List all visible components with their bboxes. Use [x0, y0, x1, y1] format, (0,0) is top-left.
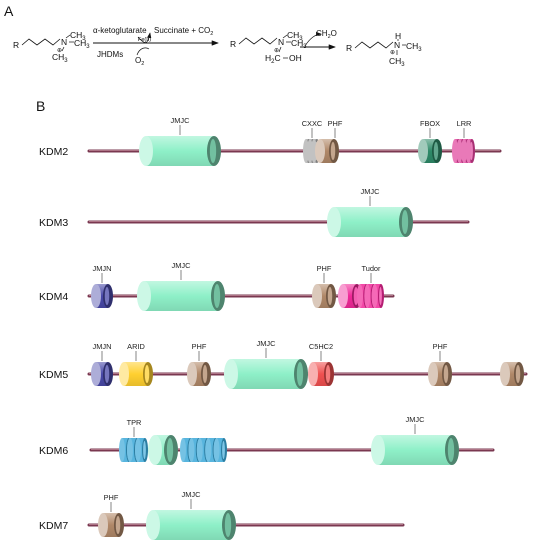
domain-label-c5hc2: C5HC2: [309, 342, 333, 351]
substrate-ch3-top: CH3: [70, 30, 86, 42]
domain-phf: PHF: [187, 342, 211, 386]
domain-label-cxxc: CXXC: [302, 119, 323, 128]
domain-label-jmjc: JMJC: [172, 261, 192, 270]
iron-label: Fe(II): [138, 37, 151, 43]
domain-phf: PHF: [315, 119, 343, 163]
enzyme-label: JHDMs: [97, 50, 123, 59]
reaction-1: α-ketoglutarate Succinate + CO2 Fe(II) J…: [93, 26, 219, 67]
oxygen-label: O2: [135, 56, 144, 67]
domain-phf: PHF: [312, 264, 336, 308]
domain-jmjn: JMJN: [91, 264, 113, 308]
domain-jmjc: JMJC: [139, 116, 221, 166]
domain-label-jmjc: JMJC: [257, 339, 277, 348]
protein-name-kdm5: KDM5: [39, 369, 68, 381]
intermediate-ch3-top: CH3: [287, 30, 303, 42]
intermediate-r: R: [230, 39, 236, 49]
domain-jmjc: JMJC: [137, 261, 225, 311]
cofactor-in: α-ketoglutarate: [93, 26, 147, 35]
product-r: R: [346, 43, 352, 53]
domain-label-phf: PHF: [317, 264, 332, 273]
protein-name-kdm4: KDM4: [39, 291, 68, 303]
panel-b-letter: B: [36, 98, 45, 114]
formaldehyde-label: CH2O: [316, 29, 337, 40]
substrate-ch3-right: CH3: [74, 38, 90, 50]
domain-jmjc: [148, 435, 178, 465]
domain-jmjc: JMJC: [371, 415, 459, 465]
domain-label-tudor: Tudor: [361, 264, 381, 273]
domain-label-lrr: LRR: [457, 119, 472, 128]
domain-label-phf: PHF: [328, 119, 343, 128]
domain-phf: PHF: [98, 493, 124, 537]
oxygen-curve: [136, 47, 150, 56]
domain-label-jmjc: JMJC: [182, 490, 202, 499]
domain-label-tpr: TPR: [127, 418, 142, 427]
substrate-charge: ⊕: [57, 48, 62, 54]
domain-label-jmjc: JMJC: [406, 415, 426, 424]
substrate-structure: R N ⊕ CH3 CH3 CH3: [13, 30, 90, 64]
domain-jmjn: JMJN: [91, 342, 113, 386]
domain-cxxc: CXXC: [302, 119, 323, 163]
product-charge: ⊕: [390, 50, 395, 56]
domain-phf: [500, 362, 524, 386]
intermediate-structure: R N ⊕ CH3 CH3 H2C OH: [230, 30, 307, 65]
domain-label-arid: ARID: [127, 342, 145, 351]
protein-row-kdm2: KDM2 JMJC CXXC PHF FBOX LRR: [39, 116, 502, 166]
domain-jmjc: JMJC: [327, 187, 413, 237]
protein-row-kdm7: KDM7 PHF JMJC: [39, 490, 405, 540]
domain-jmjc: JMJC: [224, 339, 308, 389]
protein-row-kdm4: KDM4 JMJN JMJC PHF Tudor: [39, 261, 395, 311]
domain-jmjc: JMJC: [146, 490, 236, 540]
intermediate-charge: ⊕: [274, 48, 279, 54]
product-ch3-right: CH3: [406, 41, 422, 53]
intermediate-oh: OH: [289, 53, 302, 63]
domain-fbox: FBOX: [418, 119, 442, 163]
domain-c5hc2: C5HC2: [308, 342, 334, 386]
domain-arid: ARID: [119, 342, 153, 386]
reaction-2: CH2O: [300, 29, 337, 50]
domain-tpr: TPR: [119, 418, 148, 462]
product-structure: R N ⊕ H CH3 CH3: [346, 31, 422, 68]
product-n: N: [394, 40, 400, 50]
protein-row-kdm5: KDM5 JMJN ARID PHF JMJC C5HC2 PHF: [39, 339, 528, 389]
intermediate-ch3-right: CH3: [291, 38, 307, 50]
domain-tpr: [180, 438, 227, 462]
product-h: H: [395, 31, 401, 41]
substrate-n: N: [61, 37, 67, 47]
cofactor-curve: [137, 32, 152, 43]
product-ch3-bottom: CH3: [389, 56, 405, 68]
protein-name-kdm3: KDM3: [39, 217, 68, 229]
domain-label-jmjc: JMJC: [361, 187, 381, 196]
intermediate-h2c: H2C: [265, 53, 281, 65]
panel-a-letter: A: [4, 3, 14, 19]
substrate-chain: [21, 38, 61, 46]
domain-label-jmjn: JMJN: [93, 264, 112, 273]
protein-name-kdm2: KDM2: [39, 146, 68, 158]
substrate-ch3-bottom: CH3: [52, 52, 68, 64]
domain-label-jmjn: JMJN: [93, 342, 112, 351]
domain-label-jmjc: JMJC: [171, 116, 191, 125]
domain-tudor: Tudor: [357, 264, 384, 308]
protein-row-kdm3: KDM3 JMJC: [39, 187, 470, 237]
intermediate-n: N: [278, 37, 284, 47]
domain-label-phf: PHF: [104, 493, 119, 502]
domain-phf: PHF: [428, 342, 452, 386]
domain-label-phf: PHF: [433, 342, 448, 351]
substrate-r: R: [13, 40, 19, 50]
protein-name-kdm7: KDM7: [39, 520, 68, 532]
domain-label-phf: PHF: [192, 342, 207, 351]
domain-lrr: LRR: [452, 119, 475, 163]
protein-row-kdm6: KDM6 TPR JMJC: [39, 415, 495, 465]
protein-name-kdm6: KDM6: [39, 445, 68, 457]
products-text: Succinate + CO2: [154, 26, 213, 37]
domain-label-fbox: FBOX: [420, 119, 440, 128]
